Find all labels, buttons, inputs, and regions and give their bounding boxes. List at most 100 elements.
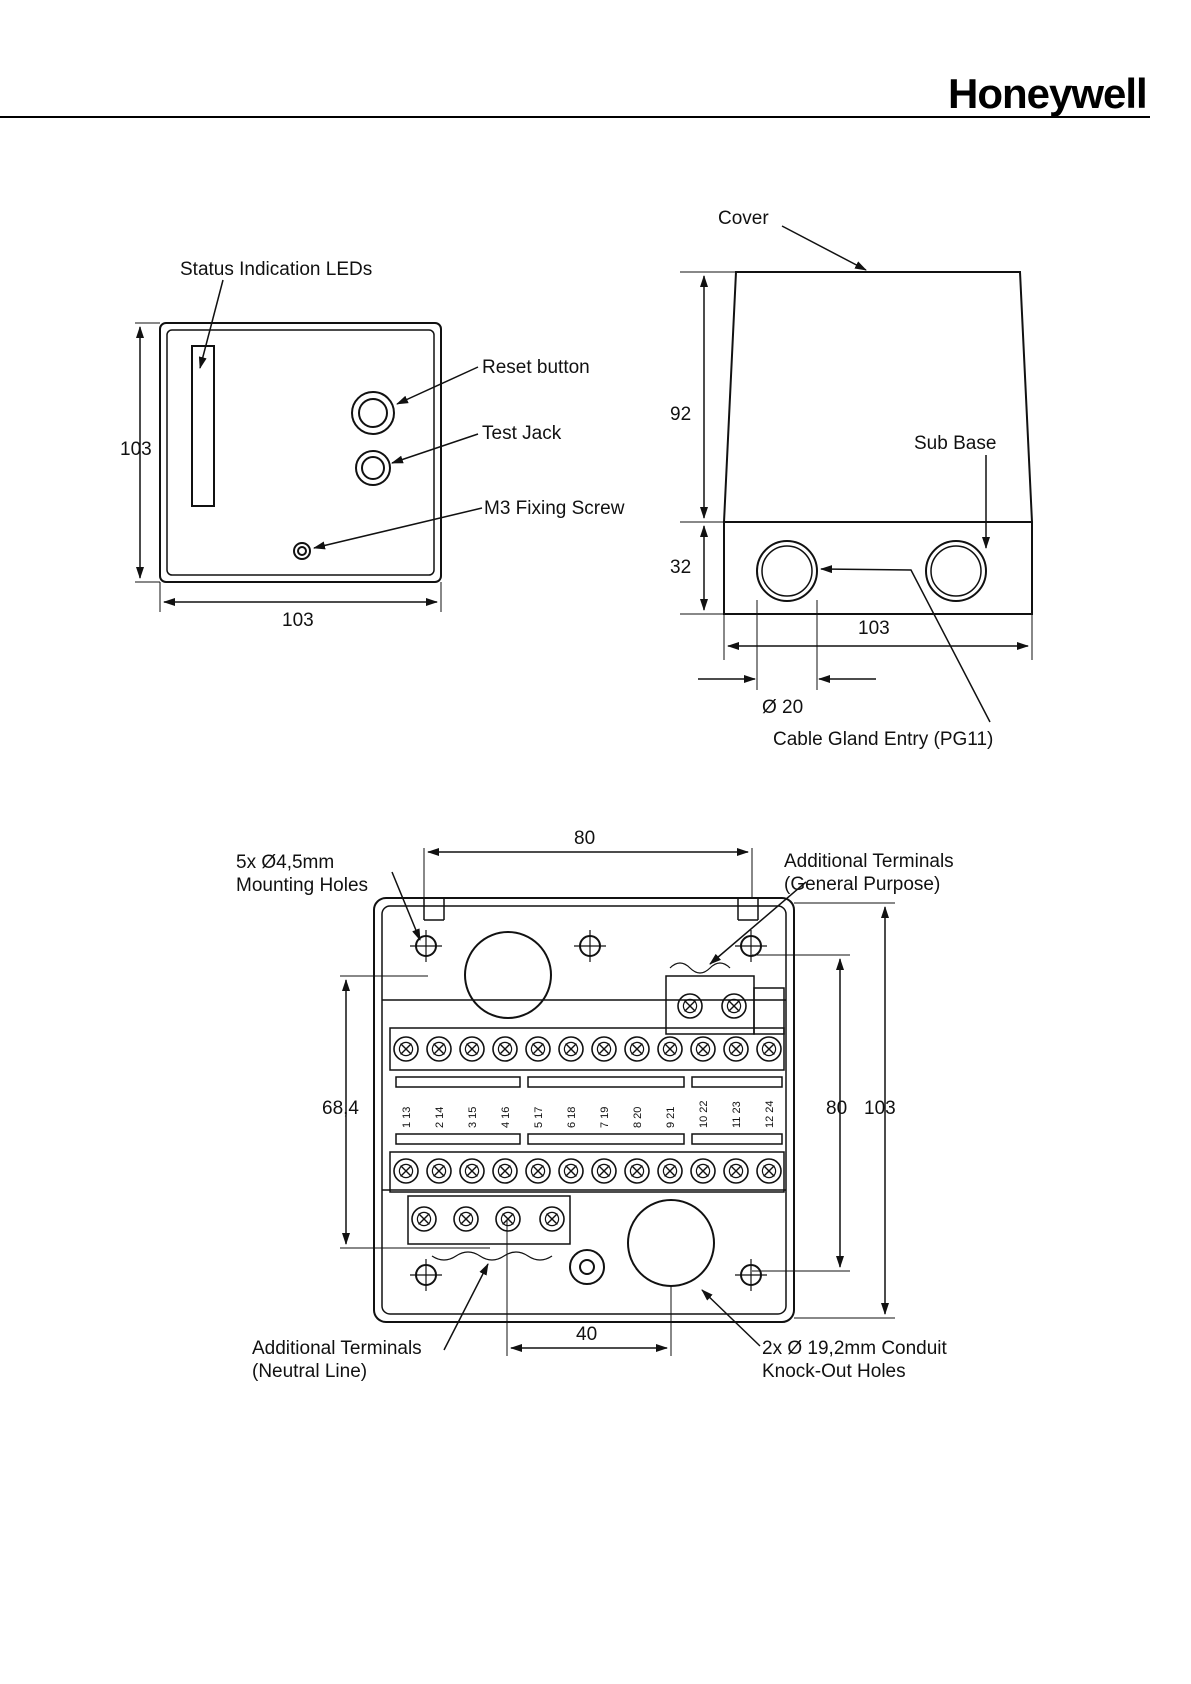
test-jack-outer	[355, 450, 391, 486]
gland-right-inner	[930, 545, 982, 597]
terminal-screws-top	[393, 1036, 782, 1062]
cover-height-dim: 92	[670, 404, 691, 425]
terminal-screw	[393, 1158, 419, 1184]
terminal-screw	[591, 1158, 617, 1184]
mounting-holes-label-2: Mounting Holes	[236, 875, 368, 896]
terminal-screw	[723, 1036, 749, 1062]
terminal-screw	[525, 1158, 551, 1184]
fixing-screw-inner	[297, 546, 307, 556]
conduit-holes-label-2: Knock-Out Holes	[762, 1361, 906, 1382]
base-outline-inner	[381, 905, 787, 1315]
mounting-holes-label-1: 5x Ø4,5mm	[236, 852, 334, 873]
terminal-number: 12 24	[764, 1100, 776, 1128]
base-view	[340, 848, 895, 1356]
terminal-number: 9 21	[665, 1107, 677, 1128]
terminal-screw	[393, 1036, 419, 1062]
terminal-screw	[426, 1036, 452, 1062]
terminal-screw	[525, 1036, 551, 1062]
terminal-screw	[677, 993, 703, 1019]
neutral-terminals-label-1: Additional Terminals	[252, 1338, 422, 1359]
terminal-number: 8 20	[632, 1107, 644, 1128]
neutral-terminal-screws	[411, 1206, 565, 1232]
side-width-dim: 103	[858, 618, 890, 639]
terminal-screw	[756, 1158, 782, 1184]
gp-terminals-label-2: (General Purpose)	[784, 874, 940, 895]
left-span-dim: 68,4	[322, 1098, 359, 1119]
terminal-number: 11 23	[731, 1101, 743, 1128]
reset-button-inner	[358, 398, 388, 428]
terminal-screw	[492, 1158, 518, 1184]
conduit-knockout-top	[464, 931, 552, 1019]
leds-label: Status Indication LEDs	[180, 259, 372, 280]
mounting-hole	[410, 1259, 442, 1291]
terminal-number: 4 16	[500, 1107, 512, 1128]
terminal-number: 1 13	[401, 1107, 413, 1128]
mounting-hole	[410, 930, 442, 962]
gp-terminal-screws	[677, 993, 747, 1019]
neutral-terminals-label-2: (Neutral Line)	[252, 1361, 367, 1382]
terminal-number-labels: 1 13 2 14 3 15 4 16 5 17 6 18 7 19 8 20 9 21 10 2…	[401, 1100, 776, 1128]
base-outline-outer	[373, 897, 795, 1323]
terminal-number: 3 15	[467, 1107, 479, 1128]
base-height-dim: 32	[670, 557, 691, 578]
mounting-hole	[574, 930, 606, 962]
terminal-screw	[723, 1158, 749, 1184]
bottom-span-dim: 40	[576, 1324, 597, 1345]
neutral-terminal-block	[407, 1195, 571, 1245]
terminal-screw	[411, 1206, 437, 1232]
fixing-screw-outer	[293, 542, 311, 560]
terminal-screw	[624, 1036, 650, 1062]
front-housing-inner	[166, 329, 435, 576]
terminal-screw	[756, 1036, 782, 1062]
terminal-strip-bottom	[389, 1151, 785, 1193]
gland-right-outer	[925, 540, 987, 602]
conduit-holes-label-1: 2x Ø 19,2mm Conduit	[762, 1338, 948, 1359]
terminal-screw	[459, 1036, 485, 1062]
terminal-screw	[539, 1206, 565, 1232]
terminal-screws-bottom	[393, 1158, 782, 1184]
terminal-screw	[591, 1036, 617, 1062]
terminal-number: 7 19	[599, 1107, 611, 1128]
honeywell-logo: Honeywell	[948, 70, 1148, 117]
front-width-dim: 103	[282, 610, 314, 631]
terminal-screw	[558, 1158, 584, 1184]
base-center-screw-outer	[569, 1249, 605, 1285]
terminal-screw	[721, 993, 747, 1019]
reset-button-outer	[351, 391, 395, 435]
terminal-screw	[495, 1206, 521, 1232]
terminal-screw	[453, 1206, 479, 1232]
right-outer-dim: 103	[864, 1098, 896, 1119]
gland-left-inner	[761, 545, 813, 597]
gland-left-outer	[756, 540, 818, 602]
right-inner-dim: 80	[826, 1098, 847, 1119]
sub-base-label: Sub Base	[914, 433, 996, 454]
status-led-strip	[191, 345, 215, 507]
cover-label: Cover	[718, 208, 769, 229]
terminal-screw	[657, 1158, 683, 1184]
terminal-screw	[657, 1036, 683, 1062]
terminal-number: 5 17	[533, 1107, 545, 1128]
terminal-screw	[558, 1036, 584, 1062]
gp-terminals-label-1: Additional Terminals	[784, 851, 954, 872]
terminal-screw	[624, 1158, 650, 1184]
terminal-number: 6 18	[566, 1107, 578, 1128]
cable-gland-label: Cable Gland Entry (PG11)	[773, 729, 993, 750]
terminal-number: 10 22	[698, 1100, 710, 1128]
front-view	[135, 279, 483, 612]
base-center-screw-inner	[579, 1259, 595, 1275]
test-jack-label: Test Jack	[482, 423, 562, 444]
terminal-screw	[690, 1158, 716, 1184]
header-rule	[0, 116, 1150, 118]
gland-diameter-dim: Ø 20	[762, 697, 803, 718]
top-span-dim: 80	[574, 828, 595, 849]
terminal-number: 2 14	[434, 1107, 446, 1128]
terminal-strip-top	[389, 1027, 785, 1071]
fixing-screw-label: M3 Fixing Screw	[484, 498, 625, 519]
mounting-hole	[735, 930, 767, 962]
front-housing-outer	[159, 322, 442, 583]
terminal-screw	[492, 1036, 518, 1062]
terminal-screw	[459, 1158, 485, 1184]
sub-base-outline	[723, 521, 1033, 615]
mounting-hole	[735, 1259, 767, 1291]
